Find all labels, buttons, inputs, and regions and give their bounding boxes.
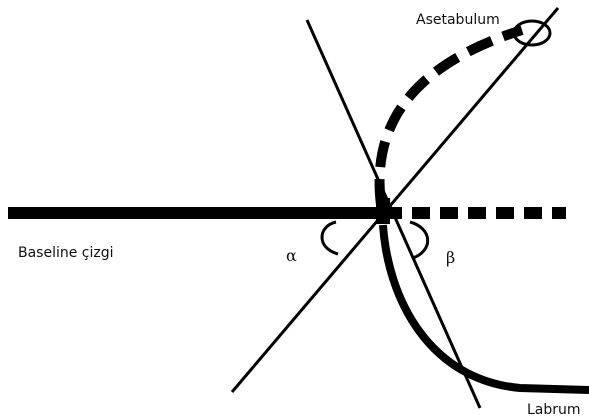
beta-symbol: β (446, 248, 455, 267)
cartilage-roof-line (305, 19, 482, 409)
acetabulum-ellipse (512, 19, 552, 47)
labrum-label: Labrum (527, 402, 581, 418)
bony-roof-line (230, 7, 560, 393)
alpha-symbol: α (286, 246, 297, 265)
beta-angle-arc (409, 220, 430, 260)
alpha-angle-arc (320, 220, 339, 256)
acetabulum-label: Asetabulum (416, 12, 500, 28)
labrum-curve (379, 224, 589, 394)
baseline-label: Baseline çizgi (18, 245, 114, 261)
acetabulum-dashed-arc (374, 25, 524, 206)
